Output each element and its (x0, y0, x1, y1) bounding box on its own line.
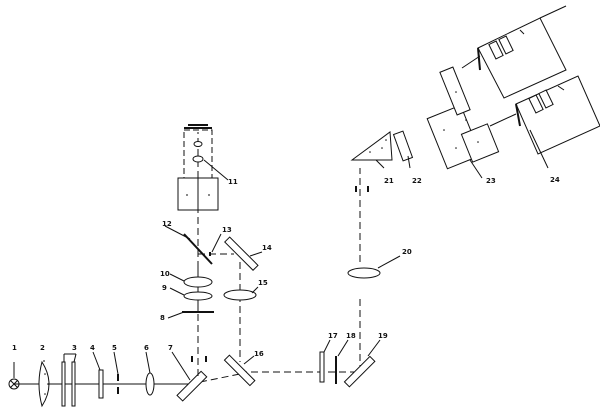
element-17 (319, 339, 331, 383)
label-6: 6 (144, 344, 149, 352)
label-8: 8 (160, 314, 165, 322)
label-1: 1 (12, 344, 17, 352)
callout-labels: 1 2 3 4 5 6 7 8 9 10 11 12 13 14 15 16 1… (12, 176, 560, 358)
filter-plates (61, 353, 77, 407)
mirror-19 (343, 339, 381, 388)
aperture-5 (113, 351, 119, 394)
condenser-lens (38, 360, 50, 408)
label-4: 4 (90, 344, 95, 352)
lens-20 (347, 255, 401, 279)
element-8 (167, 311, 214, 319)
label-23: 23 (486, 177, 496, 185)
label-11: 11 (228, 178, 238, 186)
label-10: 10 (160, 270, 170, 278)
mirror-16 (223, 354, 256, 387)
label-15: 15 (258, 279, 268, 287)
lens-6 (145, 351, 155, 396)
label-9: 9 (162, 284, 167, 292)
lens-group-9-10 (169, 273, 213, 301)
label-2: 2 (40, 344, 45, 352)
beam-splitter-7 (171, 351, 208, 402)
label-16: 16 (254, 350, 264, 358)
thin-lens-4 (92, 351, 104, 399)
prism-23 (392, 130, 414, 169)
label-12: 12 (162, 220, 172, 228)
label-20: 20 (402, 248, 412, 256)
label-17: 17 (328, 332, 338, 340)
mirror-12 (164, 225, 213, 265)
lens-15 (223, 262, 259, 362)
prism-assembly-24 (426, 66, 500, 179)
light-source (8, 362, 20, 390)
top-camera-housing (177, 124, 229, 211)
main-optical-axis (14, 371, 360, 385)
label-14: 14 (262, 244, 272, 252)
label-24: 24 (550, 176, 560, 184)
label-13: 13 (222, 226, 232, 234)
mirror-14 (198, 236, 263, 271)
aperture-21 (355, 186, 369, 192)
label-3: 3 (72, 344, 77, 352)
element-18 (335, 339, 349, 384)
label-18: 18 (346, 332, 356, 340)
label-22: 22 (412, 177, 422, 185)
lower-detector-housing (489, 75, 600, 169)
label-21: 21 (384, 177, 394, 185)
upper-detector-housing (461, 5, 567, 99)
label-19: 19 (378, 332, 388, 340)
prism-22 (350, 131, 393, 169)
label-5: 5 (112, 344, 117, 352)
label-7: 7 (168, 344, 173, 352)
element-13 (209, 233, 222, 256)
